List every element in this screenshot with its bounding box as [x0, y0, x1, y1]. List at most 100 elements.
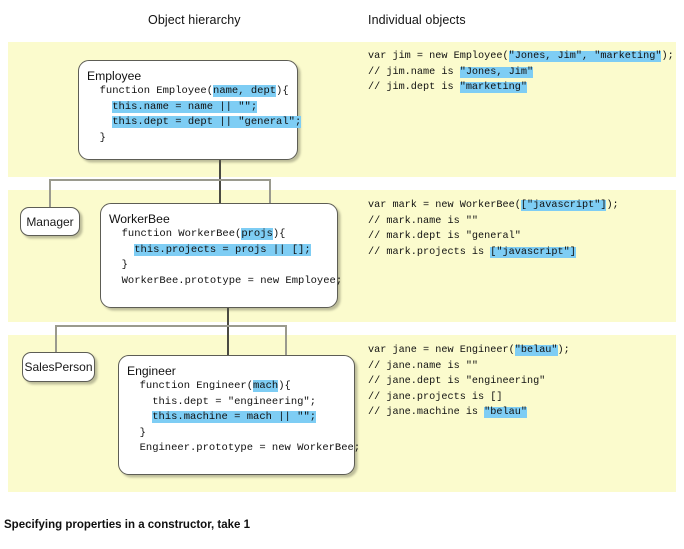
node-engineer[interactable]: Engineer function Engineer(mach){ this.d…	[118, 355, 360, 475]
node-employee-title: Employee	[87, 69, 142, 83]
code-line: }	[87, 131, 301, 147]
code-highlight: this.projects = projs || [];	[134, 243, 311, 256]
connector-to-engineer	[285, 325, 287, 357]
code-line: }	[109, 258, 342, 274]
node-manager[interactable]: Manager	[20, 207, 80, 236]
connector-employee-bar	[49, 179, 271, 181]
code-text: var jane = new Engineer(	[368, 345, 515, 356]
code-highlight: "Jones, Jim"	[459, 66, 534, 78]
node-workerbee[interactable]: WorkerBee function WorkerBee(projs){ thi…	[100, 203, 342, 308]
code-text: // mark.name is ""	[368, 215, 479, 227]
code-text: Engineer.prototype = new WorkerBee;	[127, 442, 361, 454]
code-text: // jane.dept is "engineering"	[368, 376, 546, 388]
code-text: // mark.dept is "general"	[368, 231, 521, 243]
code-text	[127, 411, 152, 423]
node-salesperson-title: SalesPerson	[24, 360, 93, 374]
code-line: }	[127, 426, 360, 442]
node-employee[interactable]: Employee function Employee(name, dept){ …	[78, 60, 302, 160]
code-line: this.name = name || "";	[87, 100, 301, 116]
code-line: // jim.name is "Jones, Jim"	[368, 65, 674, 81]
connector-to-workerbee	[269, 179, 271, 205]
connector-to-manager	[49, 179, 51, 209]
code-text	[109, 244, 134, 256]
code-text: function WorkerBee(	[109, 228, 242, 240]
code-line: // jane.name is ""	[368, 359, 570, 375]
code-text: );	[557, 345, 570, 356]
connector-to-salesperson	[55, 325, 57, 355]
code-line: function Employee(name, dept){	[87, 84, 301, 100]
code-text: // mark.projects is	[368, 246, 491, 258]
code-highlight: this.name = name || "";	[112, 100, 258, 113]
node-engineer-body: function Engineer(mach){ this.dept = "en…	[127, 379, 360, 457]
code-line: this.dept = "engineering";	[127, 395, 360, 411]
node-employee-body: function Employee(name, dept){ this.name…	[87, 84, 302, 147]
code-line: var jane = new Engineer("belau");	[368, 343, 570, 359]
code-line: Engineer.prototype = new WorkerBee;	[127, 441, 361, 457]
node-workerbee-title: WorkerBee	[109, 212, 170, 226]
node-workerbee-code: WorkerBee function WorkerBee(projs){ thi…	[109, 211, 342, 289]
code-text: var mark = new WorkerBee(	[368, 200, 521, 211]
code-highlight: this.machine = mach || "";	[152, 411, 317, 423]
node-engineer-code: Engineer function Engineer(mach){ this.d…	[127, 363, 360, 457]
code-line: // jane.dept is "engineering"	[368, 374, 570, 390]
individual-object-jane: var jane = new Engineer("belau");// jane…	[368, 343, 570, 421]
code-text: );	[661, 51, 674, 62]
code-line: // mark.name is ""	[368, 214, 619, 230]
code-text: // jim.dept is	[368, 82, 460, 94]
code-text	[87, 101, 112, 113]
code-line: function Engineer(mach){	[127, 379, 360, 395]
code-highlight: this.dept = dept || "general";	[112, 116, 302, 128]
code-text: }	[87, 131, 106, 144]
code-line: // jim.dept is "marketing"	[368, 80, 674, 96]
node-engineer-title: Engineer	[127, 364, 176, 378]
code-line: function WorkerBee(projs){	[109, 227, 342, 243]
code-text: ){	[276, 85, 289, 97]
node-salesperson[interactable]: SalesPerson	[22, 352, 95, 382]
code-line: var mark = new WorkerBee(["javascript"])…	[368, 198, 619, 214]
code-highlight: "marketing"	[459, 82, 527, 94]
code-highlight: name, dept	[213, 85, 277, 97]
code-line: WorkerBee.prototype = new Employee;	[109, 274, 343, 290]
code-text: function Engineer(	[127, 380, 254, 392]
code-line: // mark.dept is "general"	[368, 229, 619, 245]
node-employee-code: Employee function Employee(name, dept){ …	[87, 68, 302, 147]
node-manager-title: Manager	[26, 214, 74, 229]
code-text: this.dept = "engineering";	[127, 395, 317, 408]
code-text: // jane.name is ""	[368, 360, 479, 372]
code-text: ){	[278, 380, 291, 392]
column-heading-object-hierarchy: Object hierarchy	[148, 13, 241, 27]
code-text: }	[109, 259, 128, 271]
code-text: WorkerBee.prototype = new Employee;	[109, 274, 343, 287]
connector-workerbee-stem	[227, 308, 229, 356]
code-highlight: "belau"	[484, 407, 527, 419]
code-highlight: "belau"	[514, 345, 558, 356]
code-text: // jane.projects is []	[368, 391, 503, 403]
code-text: ){	[272, 228, 286, 240]
code-line: var jim = new Employee("Jones, Jim", "ma…	[368, 49, 674, 65]
code-line: this.machine = mach || "";	[127, 410, 360, 426]
code-highlight: ["javascript"]	[490, 246, 576, 258]
code-line: this.projects = projs || [];	[109, 243, 342, 259]
connector-workerbee-bar	[55, 325, 287, 327]
column-heading-individual-objects: Individual objects	[368, 13, 466, 27]
node-workerbee-body: function WorkerBee(projs){ this.projects…	[109, 227, 342, 289]
code-highlight: "Jones, Jim", "marketing"	[508, 51, 662, 62]
code-highlight: mach	[253, 380, 279, 392]
figure-caption: Specifying properties in a constructor, …	[4, 519, 251, 531]
code-line: this.dept = dept || "general";	[87, 115, 302, 131]
connector-employee-stem	[219, 160, 221, 210]
code-text: );	[606, 200, 619, 211]
code-text: var jim = new Employee(	[368, 51, 509, 62]
code-text	[87, 116, 112, 128]
code-line: // jane.machine is "belau"	[368, 405, 570, 421]
code-line: // jane.projects is []	[368, 390, 570, 406]
code-highlight: ["javascript"]	[520, 200, 607, 211]
code-line: // mark.projects is ["javascript"]	[368, 245, 619, 261]
code-text: // jim.name is	[368, 66, 460, 78]
code-highlight: projs	[241, 228, 273, 240]
individual-object-jim: var jim = new Employee("Jones, Jim", "ma…	[368, 49, 674, 96]
code-text: function Employee(	[87, 85, 214, 97]
code-text: // jane.machine is	[368, 407, 485, 419]
individual-object-mark: var mark = new WorkerBee(["javascript"])…	[368, 198, 619, 260]
code-text: }	[127, 426, 146, 439]
